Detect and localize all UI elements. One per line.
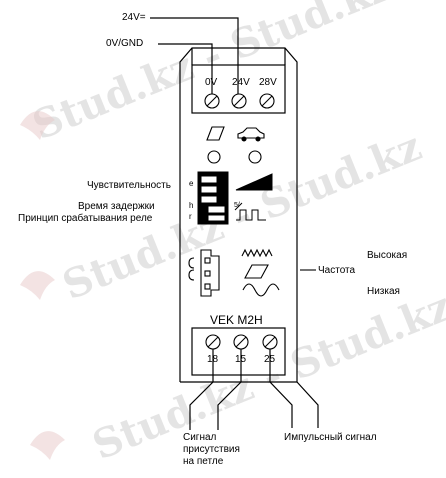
wire-presence-b — [217, 349, 242, 430]
pulse-signal-label: Импульсный сигнал — [284, 432, 377, 443]
delay-label: Время задержки — [78, 201, 155, 212]
terminal-label-15: 15 — [235, 354, 247, 365]
presence-signal-line3: на петле — [183, 456, 224, 467]
bird-icon — [20, 271, 55, 300]
terminal-label-0v: 0V — [205, 77, 218, 88]
supply-24v-label: 24V= — [122, 12, 146, 23]
frequency-low: Низкая — [367, 286, 400, 297]
frequency-high: Высокая — [367, 250, 408, 261]
switch-letter-r: r — [189, 212, 192, 221]
watermark-layer: Stud.kz - Stud.kz Stud.kz - Stud.kz Stud… — [26, 0, 446, 469]
dip-switch-2[interactable] — [200, 185, 226, 194]
wire-pulse-b — [296, 381, 319, 428]
loop-connector-icon — [200, 249, 220, 297]
bottom-screws — [205, 334, 278, 350]
switch-letter-h: h — [189, 201, 194, 210]
sensitivity-label: Чувствительность — [87, 180, 171, 191]
dip-switch-3[interactable] — [200, 195, 226, 204]
terminal-label-28v: 28V — [259, 77, 277, 88]
frequency-title: Частота — [318, 265, 356, 276]
terminal-label-25: 25 — [264, 354, 276, 365]
wire-24v — [150, 17, 239, 96]
sensitivity-ramp-icon — [235, 173, 273, 191]
switch-letter-e: e — [189, 179, 194, 188]
wire-pulse-a — [269, 349, 293, 428]
watermark-bird-icons — [20, 111, 65, 460]
bird-icon — [30, 431, 65, 460]
led-detect-icon — [248, 150, 262, 164]
bird-icon — [20, 111, 55, 140]
loop-parallelogram-icon — [206, 126, 225, 141]
presence-signal-line1: Сигнал — [183, 432, 217, 443]
model-label: VEK M2H — [210, 313, 263, 327]
high-frequency-wave-icon — [241, 248, 273, 258]
low-frequency-wave-icon — [242, 283, 280, 297]
switch-mark: 5/ — [234, 202, 240, 209]
frequency-section — [188, 248, 316, 297]
car-icon — [237, 127, 265, 139]
output-wires — [189, 349, 319, 430]
wire-0v — [158, 43, 213, 96]
terminal-label-24v: 24V — [232, 77, 250, 88]
relay-mode-label: Принцип срабатывания реле — [18, 213, 153, 224]
top-screws — [204, 93, 275, 109]
status-icons — [206, 126, 265, 164]
presence-signal-line2: присутствия — [183, 444, 240, 455]
watermark-text: Stud.kz - Stud.kz — [86, 283, 446, 470]
supply-wires — [150, 17, 239, 96]
led-presence-icon — [207, 150, 221, 164]
wire-presence-a — [189, 349, 214, 430]
dip-switch-1[interactable] — [200, 175, 226, 184]
loop-parallelogram-icon — [244, 264, 269, 279]
pulse-wave-icon — [236, 209, 266, 221]
dip-switch-block — [197, 171, 273, 225]
supply-gnd-label: 0V/GND — [106, 38, 144, 49]
terminal-label-18: 18 — [207, 354, 219, 365]
